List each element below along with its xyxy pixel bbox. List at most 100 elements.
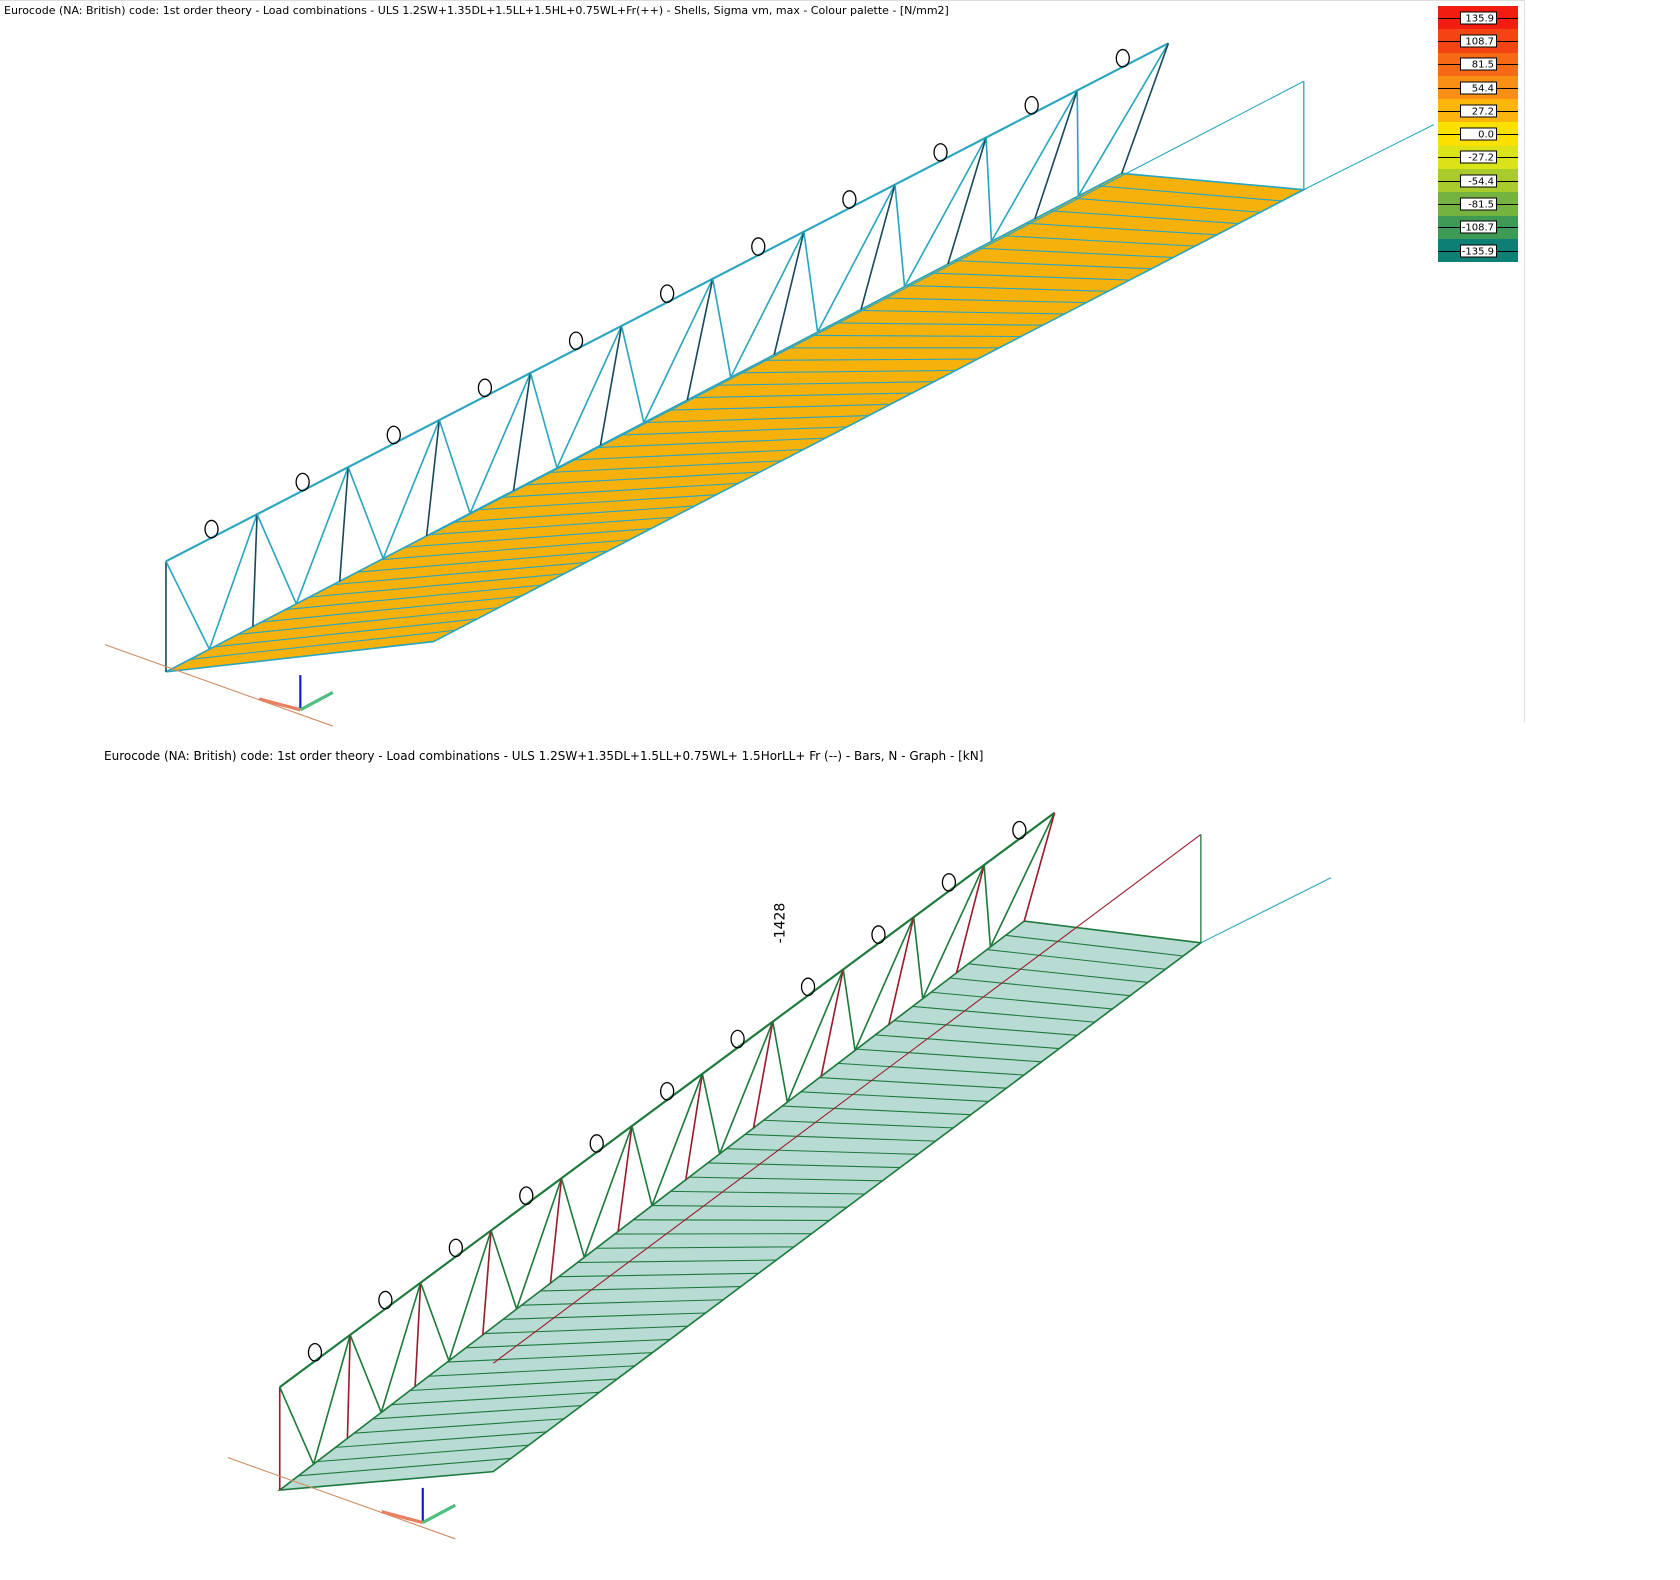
deck-cross-beam [428, 516, 673, 536]
deck-cross-beam [667, 403, 891, 411]
deck-cross-beam [391, 1391, 600, 1406]
deck-cross-beam [548, 460, 782, 474]
hinge-symbol [871, 925, 886, 944]
legend-value: 81.5 [1460, 57, 1497, 71]
legend-row: -81.5 [1438, 192, 1518, 216]
truss-diagonal [730, 231, 805, 378]
deck-cross-beam [978, 247, 1174, 258]
deck-cross-beam [633, 1219, 830, 1221]
hinge-symbol [295, 472, 310, 492]
truss-diagonal [816, 184, 896, 333]
deck-cross-beam [237, 607, 499, 636]
truss-vertical [773, 231, 805, 355]
truss-diagonal [349, 1334, 383, 1413]
deck-cross-beam [524, 471, 760, 486]
legend-row: -135.9 [1438, 238, 1518, 263]
truss-diagonal [620, 325, 645, 423]
truss-diagonal [490, 1230, 518, 1310]
truss-diagonal [295, 466, 349, 605]
deck-cross-beam [404, 528, 652, 548]
deck-cross-beam [782, 1105, 971, 1116]
deck-cross-beam [856, 1048, 1042, 1063]
deck-cross-beam [452, 505, 695, 523]
truss-vertical [860, 184, 896, 310]
legend-value: -54.4 [1460, 174, 1497, 188]
global-x-axis [105, 644, 334, 727]
hinge-symbol [204, 519, 219, 539]
truss-diagonal [556, 325, 623, 469]
legend-row: -108.7 [1438, 215, 1518, 239]
deck-cross-beam [447, 1352, 653, 1363]
truss-diagonal [842, 969, 856, 1051]
legend-value: 54.4 [1460, 81, 1497, 95]
deck-cross-beam [428, 1365, 635, 1377]
deck-cross-beam [309, 573, 565, 598]
truss-vertical [617, 1125, 633, 1232]
global-y-axis [1200, 877, 1332, 944]
hinge-symbol [941, 873, 957, 892]
deck-cross-beam [707, 1162, 901, 1169]
deck-cross-beam [476, 494, 717, 511]
deck-cross-beam [986, 949, 1166, 970]
truss-diagonal [985, 137, 993, 242]
deck-cross-beam [521, 1299, 724, 1306]
deck-shell [165, 172, 1307, 673]
global-x-axis [227, 1457, 456, 1540]
truss-diagonal [165, 560, 211, 650]
far-top-chord [433, 80, 1305, 534]
truss-diagonal [921, 864, 985, 1000]
deck-cross-beam [596, 1246, 794, 1249]
truss-vertical [425, 419, 441, 537]
truss-diagonal [208, 513, 258, 650]
truss-diagonal [380, 1282, 422, 1413]
deck-cross-beam [763, 1119, 954, 1129]
legend-row: 135.9 [1438, 6, 1518, 30]
legend-row: 108.7 [1438, 29, 1518, 53]
hinge-symbol [800, 977, 816, 997]
truss-diagonal [560, 1178, 586, 1258]
truss-vertical [685, 1073, 704, 1180]
hinge-symbol [660, 284, 675, 303]
truss-diagonal [448, 1230, 492, 1362]
deck-cross-beam [968, 963, 1148, 983]
legend-row: 54.4 [1438, 75, 1518, 100]
deck-cross-beam [213, 618, 478, 648]
truss-diagonal [529, 372, 558, 469]
truss-diagonal [711, 278, 732, 378]
truss-diagonal [382, 419, 441, 559]
x-axis-arrow-icon [258, 697, 301, 712]
legend-value: -108.7 [1460, 220, 1497, 234]
deck-shell [277, 920, 1203, 1492]
legend-row: 81.5 [1438, 52, 1518, 76]
legend-row: -27.2 [1438, 145, 1518, 170]
truss-diagonal [989, 812, 1056, 948]
truss-vertical [888, 917, 915, 1025]
hinge-symbol [589, 1134, 604, 1153]
deck-cross-beam [838, 1062, 1024, 1076]
top-viewport[interactable]: Eurocode (NA: British) code: 1st order t… [0, 0, 1525, 722]
truss-vertical [947, 137, 987, 265]
truss-vertical [820, 969, 845, 1077]
truss-diagonal [347, 466, 384, 559]
truss-diagonal [701, 1073, 721, 1155]
deck-cross-beam [858, 309, 1065, 315]
deck-cross-beam [577, 1259, 777, 1264]
truss-diagonal [438, 419, 471, 514]
deck-cross-beam [1073, 197, 1261, 213]
deck-cross-beam [739, 369, 956, 374]
deck-cross-beam [316, 1444, 529, 1463]
deck-cross-beam [1005, 934, 1184, 957]
deck-cross-beam [380, 539, 630, 561]
truss-vertical [1120, 43, 1170, 174]
truss-diagonal [718, 1021, 774, 1155]
truss-vertical [1034, 90, 1078, 219]
truss-vertical [512, 372, 532, 491]
deck-cross-beam [298, 1457, 511, 1477]
hinge-symbol [448, 1238, 463, 1258]
truss-diagonal [643, 278, 714, 423]
truss-vertical [252, 514, 258, 627]
bottom-model-bar-forces [227, 811, 1332, 1540]
deck-cross-beam [745, 1133, 936, 1142]
